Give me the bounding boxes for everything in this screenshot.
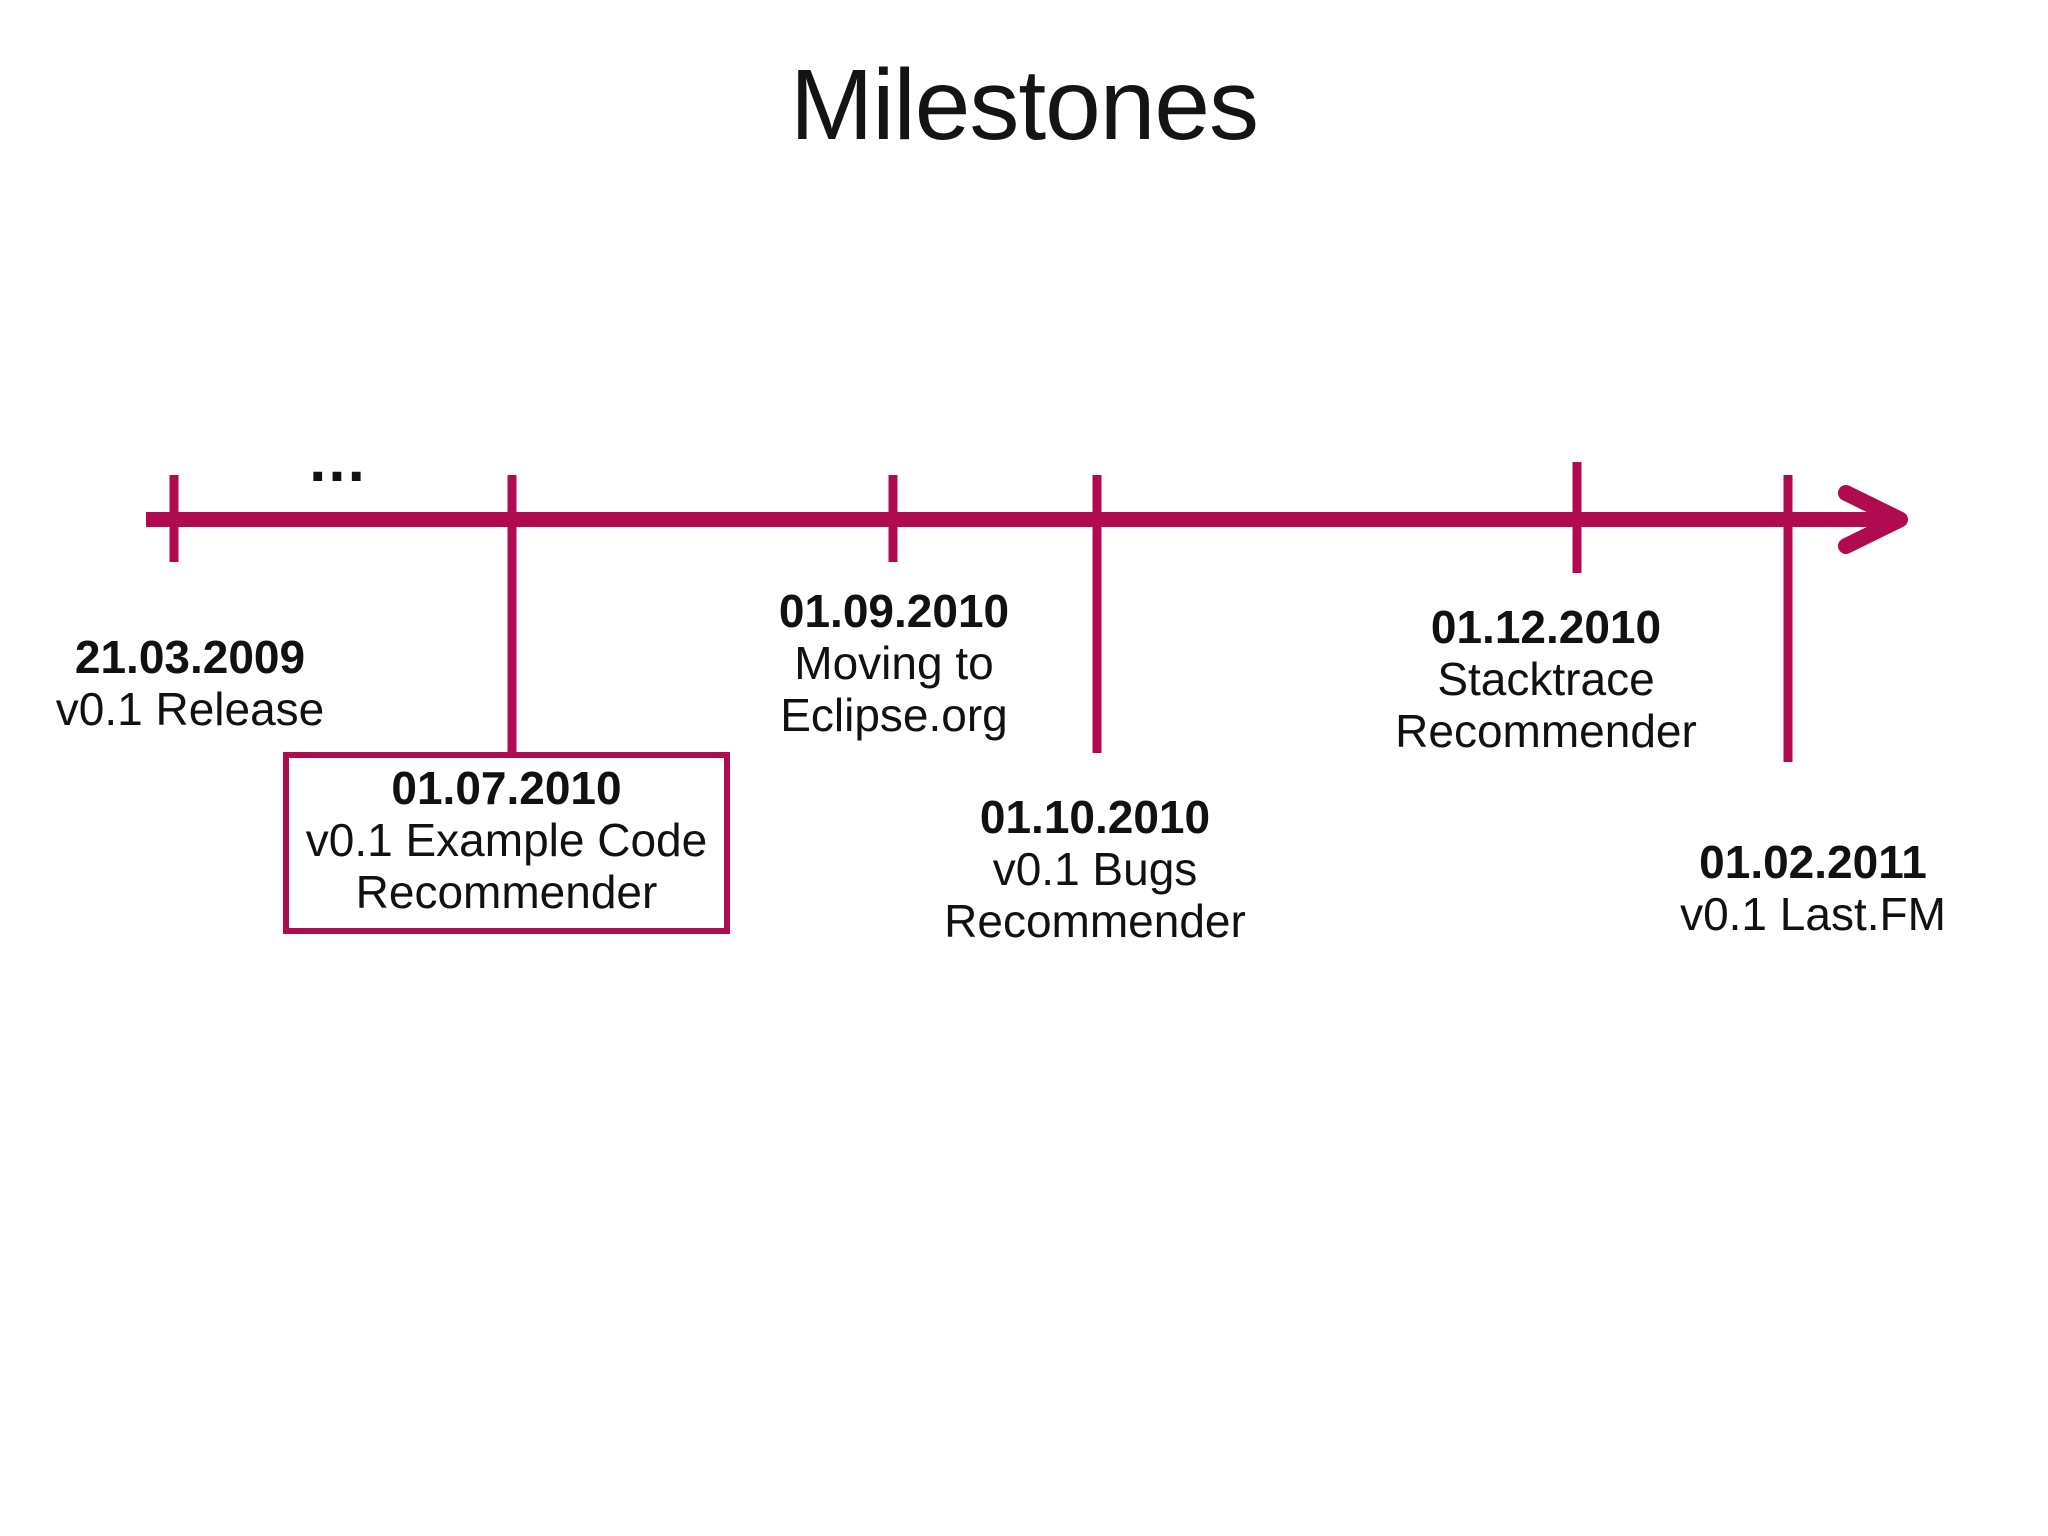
milestone-stacktrace: 01.12.2010 Stacktrace Recommender [1395, 601, 1697, 757]
milestone-text: Recommender [1395, 705, 1697, 757]
arrowhead-icon [1838, 485, 1908, 554]
milestone-lastfm: 01.02.2011 v0.1 Last.FM [1680, 836, 1946, 940]
milestone-text: Stacktrace [1437, 653, 1655, 705]
milestone-bugs: 01.10.2010 v0.1 Bugs Recommender [944, 791, 1246, 947]
milestone-text: Eclipse.org [780, 689, 1008, 741]
milestone-text: Moving to [794, 637, 994, 689]
milestone-date: 21.03.2009 [74, 631, 306, 683]
milestone-release: 21.03.2009 v0.1 Release [56, 631, 325, 735]
milestone-date: 01.07.2010 [391, 762, 622, 814]
page-title: Milestones [790, 49, 1259, 161]
milestone-text: Recommender [355, 866, 658, 918]
milestone-date: 01.09.2010 [778, 585, 1010, 637]
milestone-date: 01.12.2010 [1430, 601, 1662, 653]
milestone-date: 01.02.2011 [1699, 836, 1927, 888]
milestone-text: v0.1 Bugs [992, 843, 1198, 895]
timeline-ellipsis: ... [309, 426, 367, 495]
milestone-text: v0.1 Release [55, 683, 325, 735]
milestone-example-code-box: 01.07.2010 v0.1 Example Code Recommender [283, 752, 730, 934]
milestone-date: 01.10.2010 [979, 791, 1211, 843]
milestone-eclipse: 01.09.2010 Moving to Eclipse.org [779, 585, 1009, 741]
milestone-text: Recommender [944, 895, 1246, 947]
milestone-text: v0.1 Example Code [305, 814, 708, 866]
milestone-text: v0.1 Last.FM [1680, 888, 1946, 940]
